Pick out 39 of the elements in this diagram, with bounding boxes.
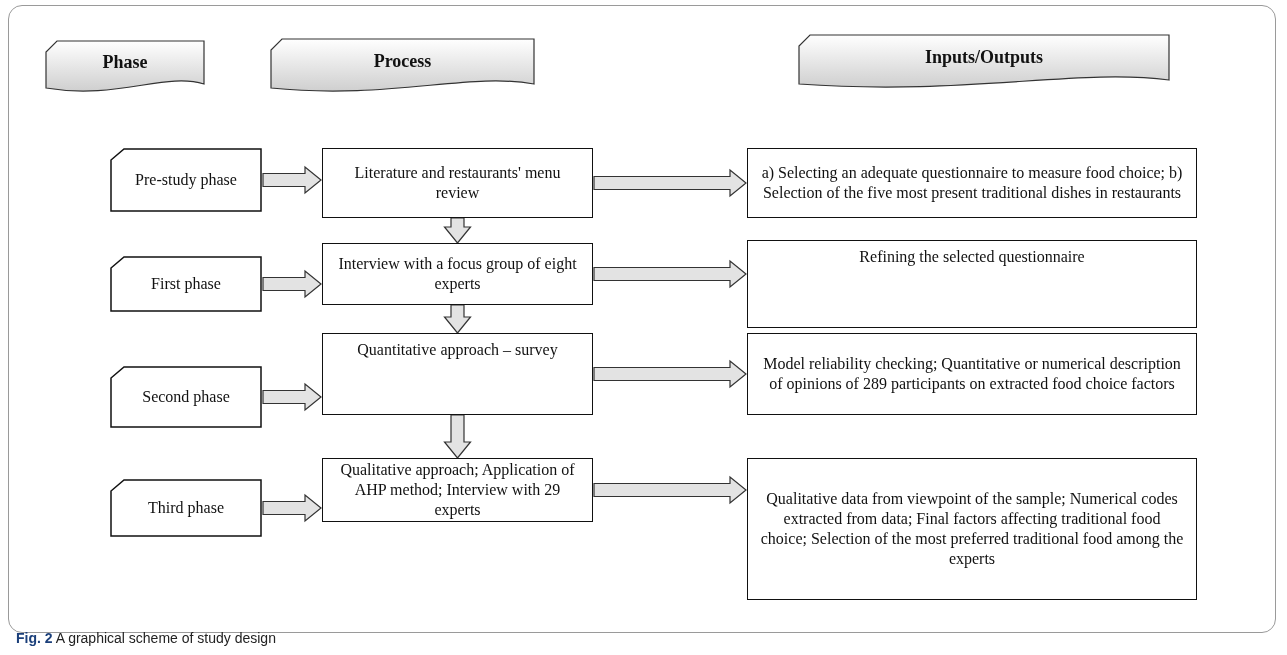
phase-card — [110, 366, 262, 428]
block-arrow — [443, 217, 472, 244]
output-box — [747, 333, 1197, 415]
process-box — [322, 243, 593, 305]
phase-card — [110, 256, 262, 312]
block-arrow — [262, 165, 322, 195]
block-arrow — [593, 475, 747, 505]
phase-card — [110, 479, 262, 537]
header-text: Phase — [102, 52, 148, 72]
figure-caption: Fig. 2 A graphical scheme of study design — [16, 630, 276, 646]
node-text: Third phase — [148, 498, 224, 518]
block-arrow — [593, 259, 747, 289]
block-arrow — [443, 304, 472, 334]
node-text: Pre-study phase — [135, 170, 237, 190]
block-arrow — [262, 269, 322, 299]
block-arrow — [262, 493, 322, 523]
node-text: Qualitative approach; Application of AHP method; Interview with 29 experts — [339, 460, 576, 520]
process-box — [322, 458, 593, 522]
node-text: Second phase — [142, 387, 230, 407]
node-text: First phase — [151, 274, 221, 294]
process-box — [322, 148, 593, 218]
header-text: Process — [373, 51, 432, 71]
block-arrow — [262, 382, 322, 412]
output-box — [747, 240, 1197, 328]
phase-card — [110, 148, 262, 212]
process-box — [322, 333, 593, 415]
node-text: Interview with a focus group of eight experts — [337, 254, 578, 294]
node-text: Refining the selected questionnaire — [859, 247, 1085, 267]
node-text: Quantitative approach – survey — [357, 340, 558, 360]
node-text: Model reliability checking; Quantitative or numerical description of opinions of 289 participants on extracted food choice factors — [762, 354, 1182, 394]
header-text: Inputs/Outputs — [924, 47, 1044, 67]
node-text: Literature and restaurants' menu review — [353, 163, 562, 203]
node-text: Qualitative data from viewpoint of the sample; Numerical codes extracted from data; Final factors affecting traditional food choice; Selection of the most preferred traditional food among the experts — [760, 489, 1184, 569]
output-box — [747, 148, 1197, 218]
block-arrow — [593, 168, 747, 198]
node-text: a) Selecting an adequate questionnaire to measure food choice; b) Selection of the five most present traditional dishes in restaurants — [760, 163, 1184, 203]
output-box — [747, 458, 1197, 600]
block-arrow — [443, 414, 472, 459]
block-arrow — [593, 359, 747, 389]
